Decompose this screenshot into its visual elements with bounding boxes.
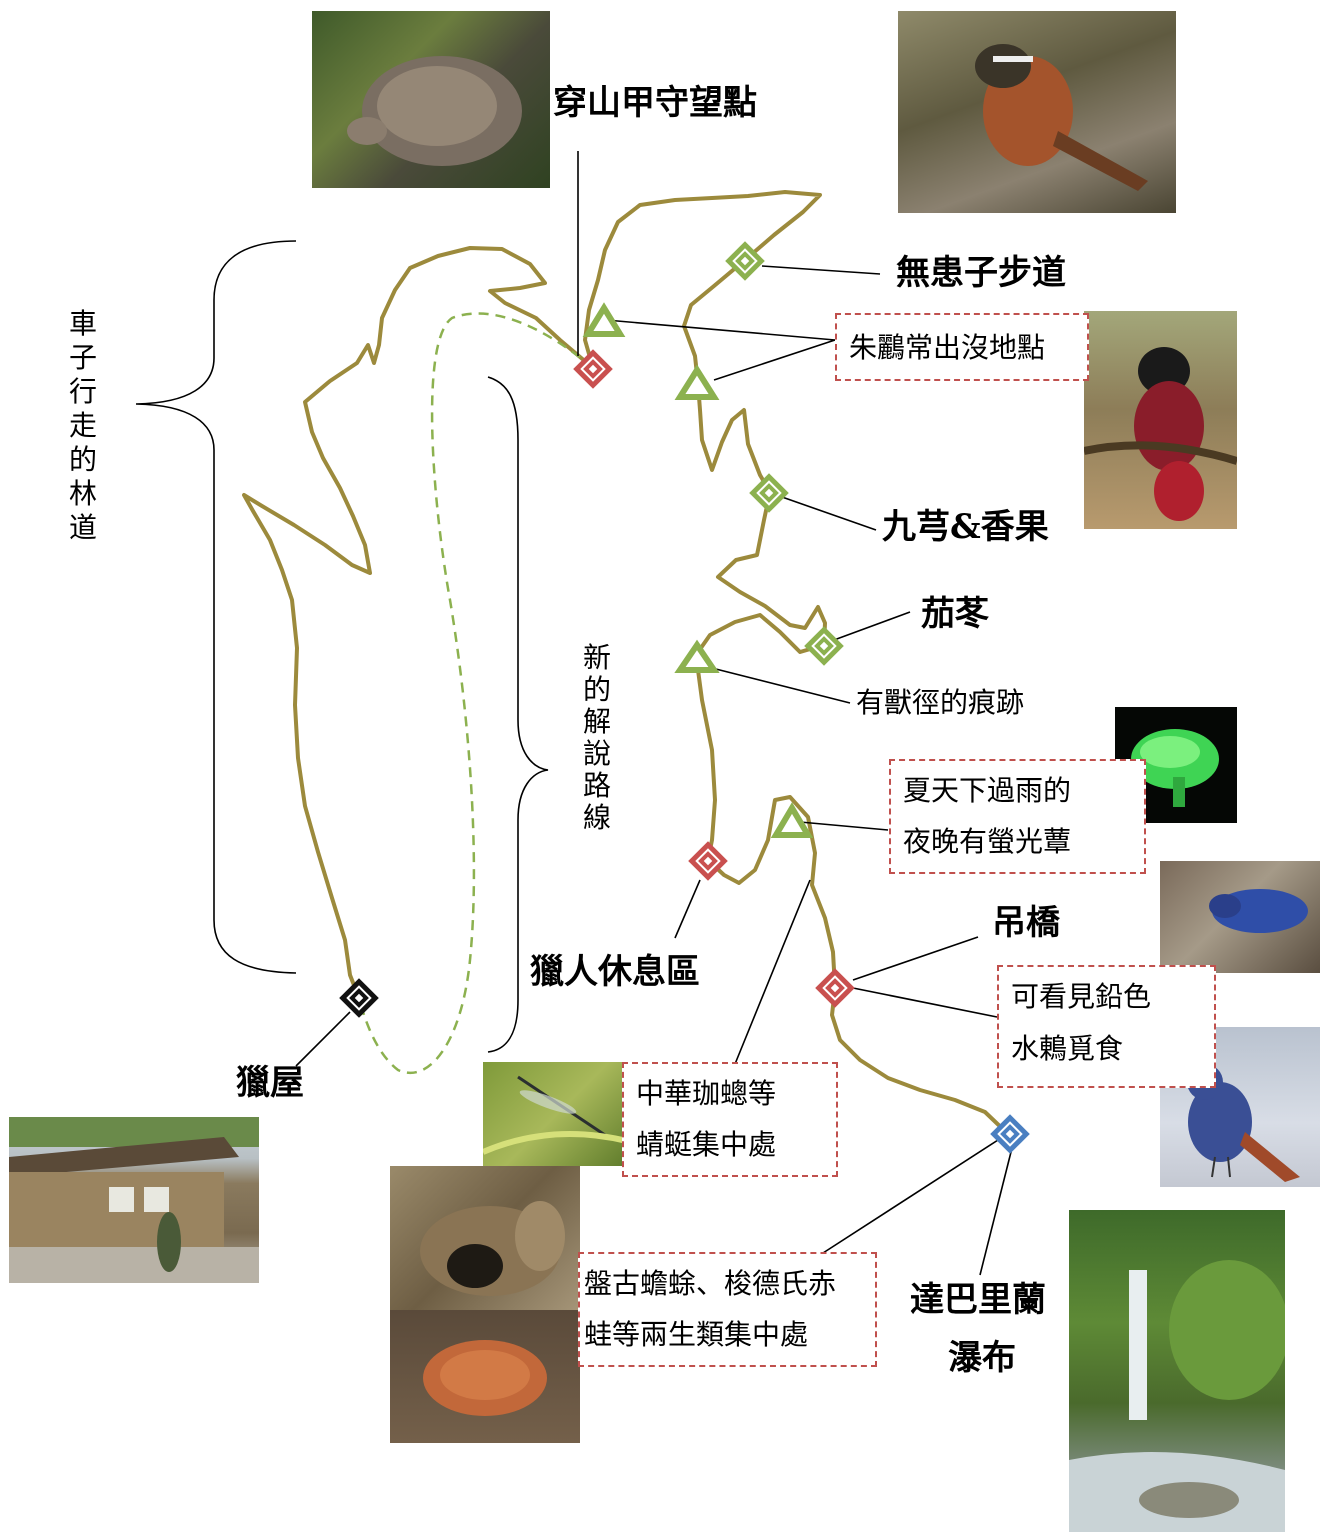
soapberry-trail-label: 無患子步道 [896,253,1066,293]
maroon-oriole-photo [1084,311,1237,529]
vertical-char: 解 [582,705,611,738]
jiuqiong-fruit-label: 九芎&香果 [882,507,1049,547]
car-forest-road-label: 車 子 行 走 的 林 道 [66,307,100,545]
note-line: 朱鸝常出沒地點 [849,331,1046,364]
beast-trail-label: 有獸徑的痕跡 [856,686,1025,719]
pangolin-lookout-label: 穿山甲守望點 [553,83,757,123]
vertical-char: 說 [582,737,611,770]
vertical-char: 道 [68,511,97,544]
diamond-marker-green [749,473,789,513]
vertical-char: 走 [68,409,97,442]
oriole-image [1084,347,1237,521]
vertical-char: 的 [68,443,97,476]
toad-image [420,1201,565,1296]
animal-sign-markers [582,302,814,838]
waterfall-image [1069,1260,1285,1532]
suspension-bridge-label: 吊橋 [992,903,1060,943]
diamond-marker-red [573,349,613,389]
glowing-mushroom-photo [1115,707,1237,823]
note-line: 蜻蜓集中處 [636,1128,777,1161]
triangle-marker [674,364,720,400]
plumbeous-redstart-photo-top [1160,861,1320,973]
note-line: 盤古蟾蜍、梭德氏赤 [584,1267,837,1300]
frog-image [423,1340,547,1416]
diamond-marker-red [688,841,728,881]
babbler-image [975,44,1148,191]
redstart-top-image [1209,889,1308,933]
hut-image [9,1117,259,1283]
vertical-char: 行 [68,375,97,408]
new-trail-brace [487,376,549,1053]
vertical-char: 車 [68,307,97,340]
diamond-marker-green [804,626,844,666]
pangolin-photo [312,11,550,188]
damselfly-image [483,1075,631,1155]
note-line: 可看見鉛色 [1011,980,1152,1013]
note-line: 夜晚有螢光蕈 [903,825,1072,858]
oriole-note: 朱鸝常出沒地點 [835,313,1089,381]
rest-markers [573,349,855,1008]
triangle-marker [770,802,814,838]
damselfly-photo [483,1062,631,1166]
vertical-char: 的 [582,673,611,706]
diamond-marker-green [725,241,765,281]
vertical-char: 路 [582,769,611,802]
note-line: 水鶇覓食 [1011,1032,1124,1065]
glow-mushroom-note: 夏天下過雨的 夜晚有螢光蕈 [889,759,1146,874]
hut-marker [339,978,379,1018]
note-line: 蛙等兩生類集中處 [584,1318,809,1351]
hunter-hut-label: 獵屋 [236,1063,304,1103]
note-line: 中華珈蟌等 [636,1077,777,1110]
toad-photo [390,1166,580,1310]
hunter-rest-area-label: 獵人休息區 [530,952,700,992]
waterfall-label-line2: 瀑布 [948,1338,1016,1378]
diamond-marker-red [815,968,855,1008]
car-road-brace [135,240,297,974]
vertical-char: 子 [68,341,97,374]
pangolin-image [347,56,522,166]
vertical-char: 線 [582,801,611,834]
plant-markers [725,241,844,666]
leader-lines [295,151,1013,1276]
hunter-hut-photo [9,1117,259,1283]
vertical-char: 林 [68,477,97,510]
qiedong-label: 茄苳 [921,594,989,634]
dashed-new-route [357,312,594,1075]
amphibians-note: 盤古蟾蜍、梭德氏赤 蛙等兩生類集中處 [578,1252,877,1367]
scimitar-babbler-photo [898,11,1176,213]
redstart-note: 可看見鉛色 水鶇覓食 [997,965,1216,1088]
vertical-char: 新 [582,641,611,674]
frog-photo [390,1310,580,1443]
damselfly-note: 中華珈蟌等 蜻蜓集中處 [622,1062,838,1177]
mushroom-image [1131,729,1219,807]
new-trail-label: 新 的 解 說 路 線 [580,642,614,834]
note-line: 夏天下過雨的 [903,774,1072,807]
triangle-marker [582,302,626,337]
trail-line-east [583,190,1010,1136]
triangle-marker [674,639,720,673]
waterfall-photo [1069,1210,1285,1532]
waterfall-label-line1: 達巴里蘭 [910,1280,1046,1320]
trail-line [242,246,595,1000]
